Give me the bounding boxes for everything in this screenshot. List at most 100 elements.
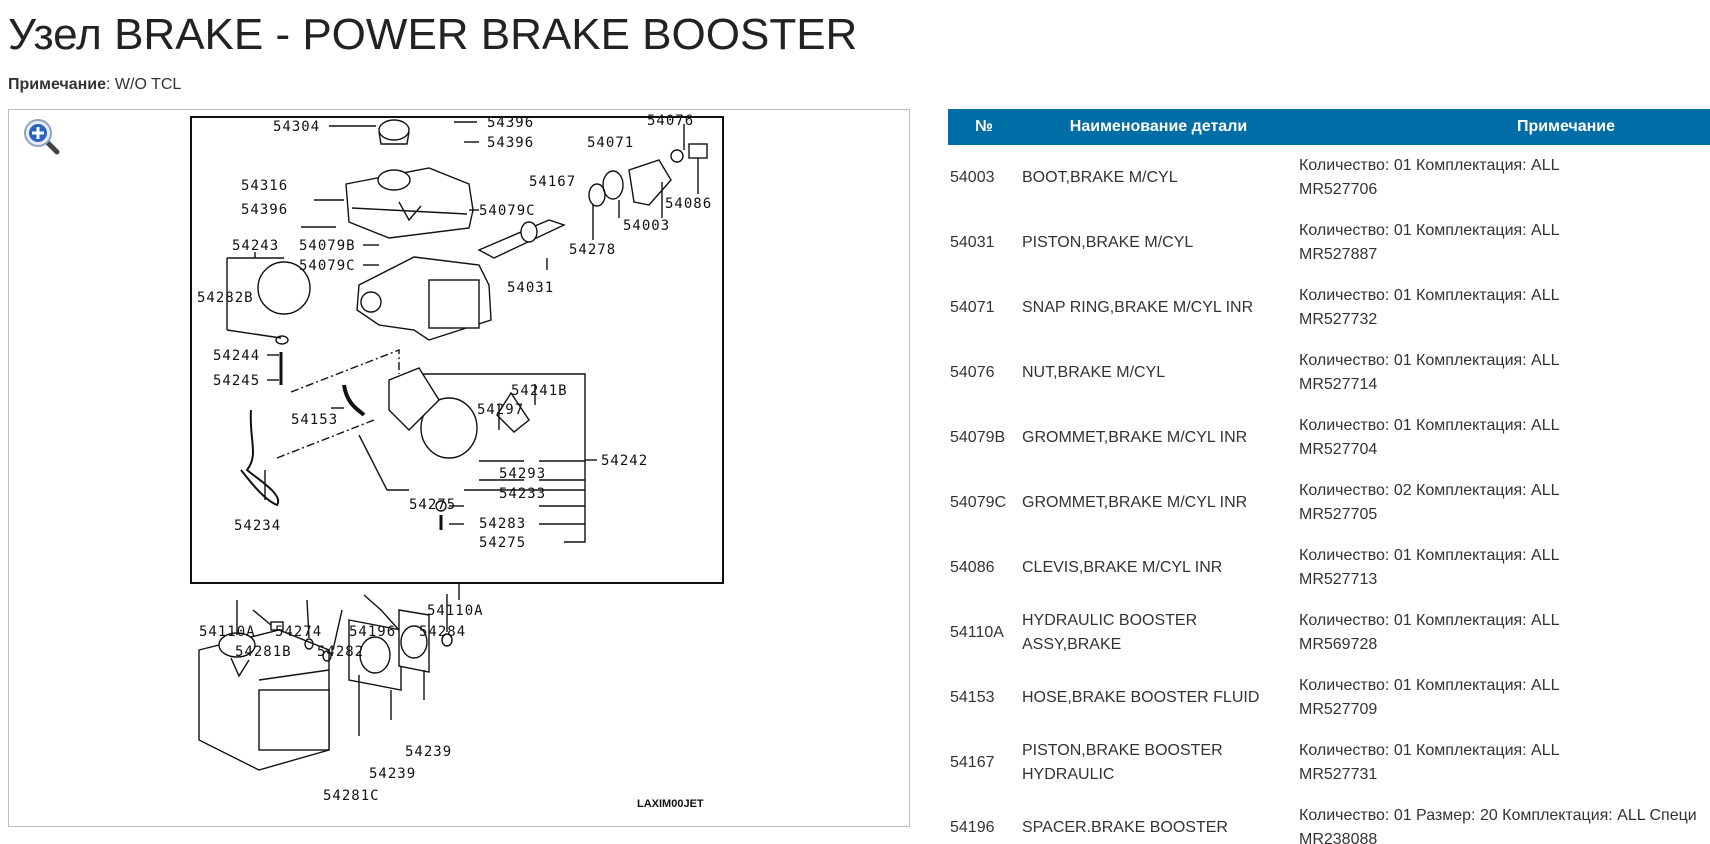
part-number: 54153 <box>950 688 995 706</box>
callout-54274: 54274 <box>275 624 322 640</box>
callout-54086: 54086 <box>665 196 712 212</box>
part-note: Количество: 01 Комплектация: ALL MR527732 <box>1297 275 1710 340</box>
callout-54003: 54003 <box>623 218 670 234</box>
part-code[interactable]: MR527704 <box>1299 440 1378 458</box>
part-name[interactable]: PISTON,BRAKE BOOSTER HYDRAULIC <box>1022 741 1223 783</box>
zoom-in-magnifier-icon <box>24 119 60 155</box>
callout-54281b: 54281B <box>235 644 292 660</box>
table-row[interactable]: 54196 SPACER.BRAKE BOOSTER Количество: 01 … <box>948 795 1710 844</box>
part-code[interactable]: MR238088 <box>1299 830 1378 844</box>
part-name[interactable]: NUT,BRAKE M/CYL <box>1022 363 1166 381</box>
part-code[interactable]: MR527705 <box>1299 505 1378 523</box>
part-name[interactable]: CLEVIS,BRAKE M/CYL INR <box>1022 558 1223 576</box>
part-quantity-note: Количество: 02 Комплектация: ALL <box>1299 481 1560 499</box>
table-row[interactable]: 54071 SNAP RING,BRAKE M/CYL INR Количество… <box>948 275 1710 340</box>
callout-54304: 54304 <box>273 119 320 135</box>
part-name[interactable]: GROMMET,BRAKE M/CYL INR <box>1022 428 1248 446</box>
callout-54297: 54297 <box>477 402 524 418</box>
callout-54282: 54282 <box>317 644 364 660</box>
callout-54396: 54396 <box>487 135 534 151</box>
part-code[interactable]: MR569728 <box>1299 635 1378 653</box>
part-number: 54076 <box>950 363 995 381</box>
part-number: 54110A <box>950 623 1004 641</box>
exploded-view-drawing: 54304 54396 54396 54076 54071 54316 5416… <box>190 113 724 810</box>
part-code[interactable]: MR527713 <box>1299 570 1378 588</box>
table-row[interactable]: 54153 HOSE,BRAKE BOOSTER FLUID Количество:… <box>948 665 1710 730</box>
note-value: : W/O TCL <box>106 76 182 93</box>
callout-54239: 54239 <box>369 766 416 782</box>
table-row[interactable]: 54110A HYDRAULIC BOOSTER ASSY,BRAKE Количе… <box>948 600 1710 665</box>
part-name[interactable]: PISTON,BRAKE M/CYL <box>1022 233 1194 251</box>
callout-54079b: 54079B <box>299 238 356 254</box>
callout-54196: 54196 <box>349 624 396 640</box>
column-header-number: № <box>948 109 1020 145</box>
zoom-in-button[interactable] <box>21 116 63 158</box>
part-number: 54071 <box>950 298 995 316</box>
part-name[interactable]: SPACER.BRAKE BOOSTER <box>1022 818 1228 836</box>
part-quantity-note: Количество: 01 Комплектация: ALL <box>1299 156 1560 174</box>
page-title: Узел BRAKE - POWER BRAKE BOOSTER <box>8 10 858 59</box>
table-header-row: № Наименование детали Примечание <box>948 109 1710 145</box>
callout-54278: 54278 <box>569 242 616 258</box>
part-number: 54031 <box>950 233 995 251</box>
part-note: Количество: 01 Комплектация: ALL MR527709 <box>1297 665 1710 730</box>
callout-54239: 54239 <box>405 744 452 760</box>
note-label: Примечание <box>8 76 107 93</box>
part-code[interactable]: MR527731 <box>1299 765 1378 783</box>
part-name[interactable]: BOOT,BRAKE M/CYL <box>1022 168 1178 186</box>
part-note: Количество: 01 Комплектация: ALL MR527713 <box>1297 535 1710 600</box>
callout-54396: 54396 <box>241 202 288 218</box>
callout-54241b: 54241B <box>511 383 568 399</box>
part-code[interactable]: MR527887 <box>1299 245 1378 263</box>
parts-table: № Наименование детали Примечание 54003 BO… <box>948 109 1710 844</box>
part-number: 54079B <box>950 428 1006 446</box>
part-number: 54086 <box>950 558 995 576</box>
part-code[interactable]: MR527732 <box>1299 310 1378 328</box>
part-note: Количество: 01 Комплектация: ALL MR569728 <box>1297 600 1710 665</box>
callout-54242: 54242 <box>601 453 648 469</box>
part-number: 54003 <box>950 168 995 186</box>
part-quantity-note: Количество: 01 Комплектация: ALL <box>1299 286 1560 304</box>
callout-54245: 54245 <box>213 373 260 389</box>
callout-54244: 54244 <box>213 348 260 364</box>
column-header-note: Примечание <box>1297 109 1710 145</box>
part-code[interactable]: MR527714 <box>1299 375 1378 393</box>
part-name[interactable]: SNAP RING,BRAKE M/CYL INR <box>1022 298 1254 316</box>
part-quantity-note: Количество: 01 Комплектация: ALL <box>1299 741 1560 759</box>
callout-54079c: 54079C <box>299 258 356 274</box>
table-row[interactable]: 54079B GROMMET,BRAKE M/CYL INR Количество:… <box>948 405 1710 470</box>
callout-54079c: 54079C <box>479 203 536 219</box>
callout-54283: 54283 <box>479 516 526 532</box>
callout-54293: 54293 <box>499 466 546 482</box>
callout-54076: 54076 <box>647 113 694 129</box>
table-row[interactable]: 54003 BOOT,BRAKE M/CYL Количество: 01 Комп… <box>948 145 1710 210</box>
callout-54282b: 54282B <box>197 290 254 306</box>
callout-54071: 54071 <box>587 135 634 151</box>
part-quantity-note: Количество: 01 Размер: 20 Комплектация: … <box>1299 806 1697 824</box>
parts-table-container[interactable]: № Наименование детали Примечание 54003 BO… <box>948 109 1710 844</box>
drawing-code: LAXIM00JET <box>637 798 704 810</box>
part-name[interactable]: HOSE,BRAKE BOOSTER FLUID <box>1022 688 1260 706</box>
part-quantity-note: Количество: 01 Комплектация: ALL <box>1299 611 1560 629</box>
callout-54281c: 54281C <box>323 788 380 804</box>
table-row[interactable]: 54086 CLEVIS,BRAKE M/CYL INR Количество: 0… <box>948 535 1710 600</box>
part-note: Количество: 01 Комплектация: ALL MR527714 <box>1297 340 1710 405</box>
part-code[interactable]: MR527709 <box>1299 700 1378 718</box>
part-name[interactable]: HYDRAULIC BOOSTER ASSY,BRAKE <box>1022 611 1198 653</box>
part-code[interactable]: MR527706 <box>1299 180 1378 198</box>
part-number: 54196 <box>950 818 995 836</box>
callout-54243: 54243 <box>232 238 279 254</box>
callout-54233: 54233 <box>499 486 546 502</box>
part-quantity-note: Количество: 01 Комплектация: ALL <box>1299 351 1560 369</box>
part-quantity-note: Количество: 01 Комплектация: ALL <box>1299 546 1560 564</box>
part-note: Количество: 01 Комплектация: ALL MR527731 <box>1297 730 1710 795</box>
parts-diagram: 54304 54396 54396 54076 54071 54316 5416… <box>8 109 910 827</box>
table-row[interactable]: 54076 NUT,BRAKE M/CYL Количество: 01 Компл… <box>948 340 1710 405</box>
part-quantity-note: Количество: 01 Комплектация: ALL <box>1299 676 1560 694</box>
callout-54110a: 54110A <box>427 603 484 619</box>
part-name[interactable]: GROMMET,BRAKE M/CYL INR <box>1022 493 1248 511</box>
